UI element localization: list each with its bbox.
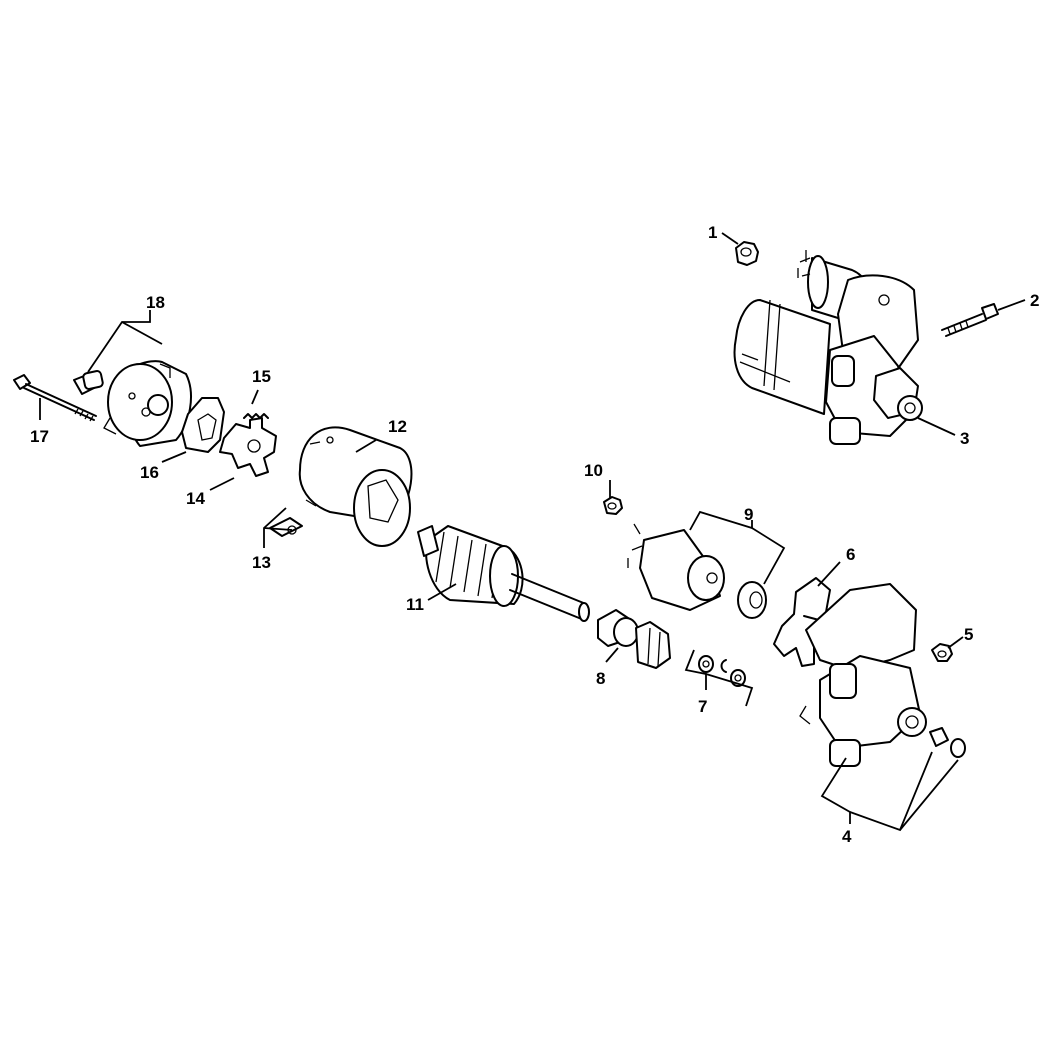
part-11-armature bbox=[417, 525, 590, 622]
part-16-plate bbox=[181, 397, 225, 453]
part-1-nut bbox=[735, 241, 759, 266]
callout-12: 12 bbox=[388, 417, 407, 436]
part-2-bolt bbox=[941, 303, 999, 337]
callout-13: 13 bbox=[252, 553, 271, 572]
part-8-starter-clutch bbox=[597, 609, 671, 669]
part-14-brush-holder bbox=[219, 417, 277, 477]
callout-18: 18 bbox=[146, 293, 165, 312]
callout-11: 11 bbox=[406, 595, 424, 614]
callout-17: 17 bbox=[30, 427, 49, 446]
part-7-washers bbox=[698, 655, 746, 687]
callout-3: 3 bbox=[960, 429, 969, 448]
part-18-end-frame bbox=[73, 360, 192, 447]
part-9-solenoid bbox=[627, 523, 767, 619]
callout-2: 2 bbox=[1030, 291, 1039, 310]
part-3-starter-assembly bbox=[733, 250, 923, 445]
part-17-through-bolt bbox=[13, 374, 97, 422]
callout-7: 7 bbox=[698, 697, 707, 716]
callout-14: 14 bbox=[186, 489, 205, 508]
callout-10: 10 bbox=[584, 461, 603, 480]
callout-5: 5 bbox=[964, 625, 973, 644]
callout-15: 15 bbox=[252, 367, 271, 386]
part-4-drive-housing bbox=[799, 583, 966, 767]
callout-labels: 1 2 3 4 5 6 7 8 9 10 11 12 13 14 15 16 1… bbox=[30, 223, 1039, 846]
part-10-nut bbox=[603, 496, 623, 515]
part-5-nut bbox=[931, 643, 953, 662]
callout-4: 4 bbox=[842, 827, 852, 846]
callout-1: 1 bbox=[708, 223, 717, 242]
leader-lines bbox=[39, 232, 1026, 832]
callout-8: 8 bbox=[596, 669, 605, 688]
part-15-spring bbox=[243, 413, 269, 419]
callout-16: 16 bbox=[140, 463, 159, 482]
part-13-insulator bbox=[269, 517, 303, 537]
callout-9: 9 bbox=[744, 505, 753, 524]
part-12-yoke bbox=[298, 426, 413, 547]
callout-6: 6 bbox=[846, 545, 855, 564]
